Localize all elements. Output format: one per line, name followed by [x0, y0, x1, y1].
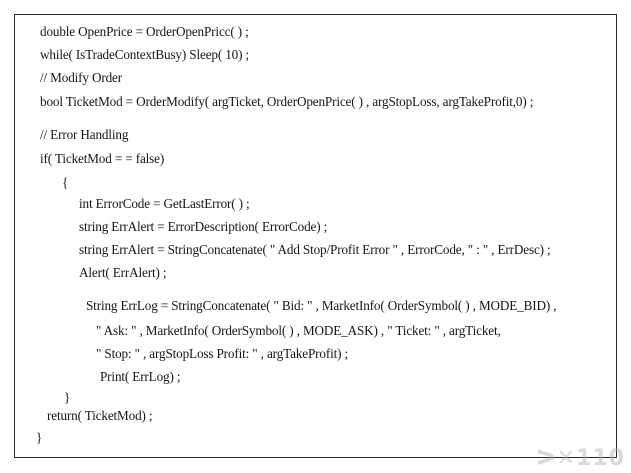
code-line-1: double OpenPrice = OrderOpenPricc( ) ; — [40, 24, 249, 39]
code-line-8: int ErrorCode = GetLastError( ) ; — [79, 196, 250, 211]
code-line-2: while( IsTradeContextBusy) Sleep( 10) ; — [40, 47, 250, 62]
code-line-16: } — [64, 390, 71, 405]
code-line-10: string ErrAlert = StringConcatenate( " A… — [79, 242, 551, 257]
code-line-4: bool TicketMod = OrderModify( argTicket,… — [40, 94, 534, 109]
code-line-3: // Modify Order — [40, 70, 122, 85]
code-line-15: Print( ErrLog) ; — [100, 369, 181, 384]
code-line-11: Alert( ErrAlert) ; — [79, 265, 167, 280]
code-line-14: " Stop: " , argStopLoss Profit: " , argT… — [96, 346, 348, 361]
code-line-6: if( TicketMod = = false) — [40, 151, 165, 166]
code-listing-box — [14, 14, 617, 458]
code-line-5: // Error Handling — [40, 127, 129, 142]
code-line-9: string ErrAlert = ErrorDescription( Erro… — [79, 219, 328, 234]
site-watermark: ᐳ✕110 — [536, 446, 625, 471]
code-line-13: " Ask: " , MarketInfo( OrderSymbol( ) , … — [96, 323, 501, 338]
code-line-12: String ErrLog = StringConcatenate( " Bid… — [86, 298, 557, 313]
code-line-18: } — [36, 430, 43, 445]
code-line-7: { — [62, 175, 69, 190]
code-line-17: return( TicketMod) ; — [47, 408, 153, 423]
